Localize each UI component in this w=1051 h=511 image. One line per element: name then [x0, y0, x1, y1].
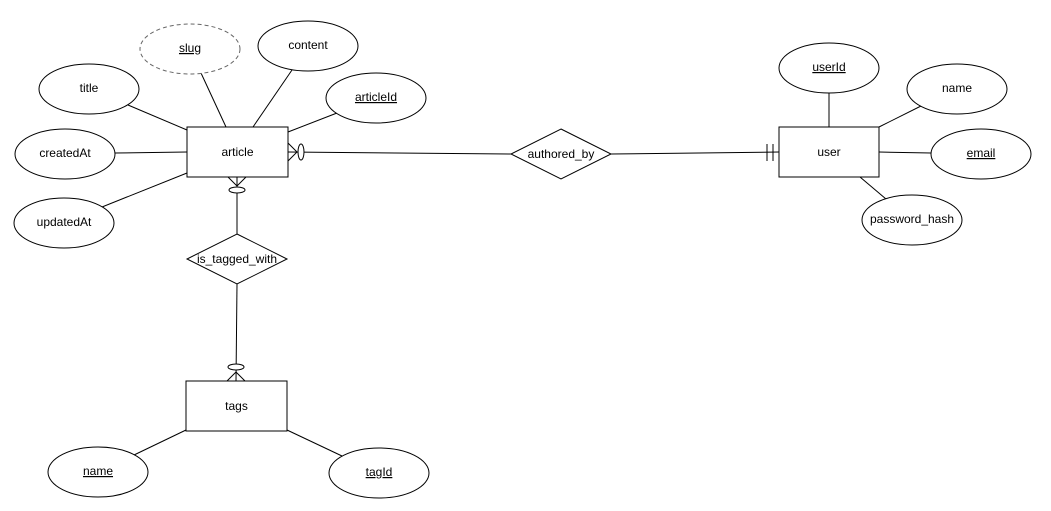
- edge-createdAt: [114, 151, 188, 154]
- crow-foot-one-only-user: [766, 144, 774, 161]
- attr-title[interactable]: title: [38, 63, 140, 115]
- edge-updatedAt: [101, 172, 188, 208]
- attr-email-label: email: [967, 146, 996, 160]
- attr-user-name-label: name: [942, 81, 972, 95]
- edge-article-authored-by: [287, 151, 512, 155]
- edge-password-hash: [859, 176, 887, 200]
- attr-content-label: content: [288, 38, 328, 52]
- attr-articleId[interactable]: articleId: [325, 72, 427, 124]
- crow-foot-zero-many-article-tags: [227, 176, 247, 194]
- relationship-authored-by[interactable]: authored_by: [509, 128, 613, 180]
- edge-tagId: [286, 429, 343, 457]
- attr-user-name[interactable]: name: [906, 63, 1008, 115]
- relationship-authored-by-label: authored_by: [528, 147, 595, 161]
- attr-createdAt[interactable]: createdAt: [14, 128, 116, 180]
- attr-tagId-label: tagId: [366, 465, 393, 479]
- attr-password-hash-label: password_hash: [870, 212, 954, 226]
- edge-articleId: [287, 112, 338, 133]
- crow-foot-zero-many-article: [287, 142, 305, 162]
- attr-content[interactable]: content: [257, 20, 359, 72]
- attr-createdAt-label: createdAt: [39, 146, 91, 160]
- entity-tags[interactable]: tags: [185, 380, 288, 432]
- entity-user-label: user: [817, 145, 840, 159]
- edge-title: [127, 104, 188, 131]
- attr-updatedAt-label: updatedAt: [37, 215, 92, 229]
- attr-tag-name[interactable]: name: [47, 446, 149, 498]
- relationship-is-tagged-with[interactable]: is_tagged_with: [185, 233, 289, 285]
- edge-user-name: [878, 105, 922, 128]
- attr-tagId[interactable]: tagId: [328, 447, 430, 499]
- attr-slug-label: slug: [179, 41, 201, 55]
- attr-password-hash[interactable]: password_hash: [861, 194, 963, 246]
- relationship-connectors: [226, 142, 780, 382]
- attr-title-label: title: [80, 81, 99, 95]
- edge-email: [878, 151, 932, 154]
- entity-user[interactable]: user: [778, 126, 880, 178]
- attr-userId-label: userId: [812, 60, 845, 74]
- attr-articleId-label: articleId: [355, 90, 397, 104]
- edge-tag-name: [133, 429, 187, 456]
- attribute-connectors: [101, 69, 932, 457]
- edge-slug: [200, 72, 227, 128]
- entity-tags-label: tags: [225, 399, 248, 413]
- attr-email[interactable]: email: [930, 128, 1032, 180]
- entity-article-label: article: [221, 145, 253, 159]
- entity-article[interactable]: article: [186, 126, 289, 178]
- edge-content: [252, 69, 293, 128]
- relationship-is-tagged-with-label: is_tagged_with: [197, 252, 277, 266]
- crow-foot-zero-many-tags: [226, 363, 246, 382]
- attr-tag-name-label: name: [83, 464, 113, 478]
- edge-authored-by-user: [610, 151, 780, 155]
- attr-updatedAt[interactable]: updatedAt: [13, 197, 115, 249]
- attr-userId[interactable]: userId: [778, 42, 880, 94]
- attr-slug[interactable]: slug: [139, 23, 241, 75]
